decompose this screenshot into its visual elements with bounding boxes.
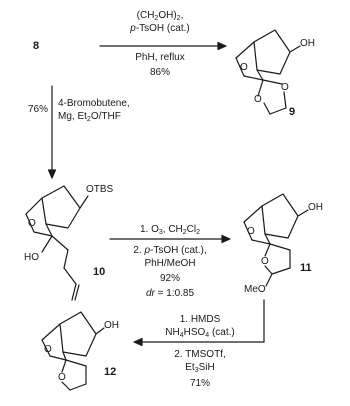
- compound-11-structure: [243, 193, 309, 287]
- r4-yield: 71%: [189, 378, 210, 389]
- arrow-10-to-11: [109, 234, 231, 244]
- r4-reagent-1: 1. HMDS: [179, 314, 221, 325]
- atom-11-meo: MeO: [244, 284, 266, 295]
- r2-yield: 76%: [27, 104, 48, 115]
- r2-reagent-2: Mg, Et2O/THF: [58, 111, 121, 123]
- atom-11-oh: OH: [308, 202, 323, 213]
- atom-9-o1: O: [254, 94, 262, 105]
- compound-label-10: 10: [93, 266, 106, 278]
- r1-solvent: PhH, reflux: [135, 52, 185, 63]
- arrow-11-to-12: [133, 299, 265, 347]
- r3-reagent-2: 2. p-TsOH (cat.),: [133, 245, 207, 256]
- r4-reagent-4: Et3SiH: [185, 362, 215, 374]
- r4-reagent-2: NH4HSO4 (cat.): [165, 327, 235, 339]
- compound-label-8: 8: [33, 40, 40, 52]
- r2-reagent-1: 4-Bromobutene,: [58, 98, 130, 109]
- compound-label-12: 12: [104, 366, 117, 378]
- r1-yield: 86%: [149, 67, 170, 78]
- compound-label-9: 9: [289, 106, 296, 118]
- atom-9-o2: O: [281, 82, 289, 93]
- atom-9-o-ring: O: [240, 62, 248, 73]
- atom-12-o-ring: O: [44, 344, 52, 355]
- compound-10-structure: [25, 185, 89, 301]
- arrow-8-to-10: [47, 85, 57, 179]
- r1-reagent-1: (CH2OH)2,: [136, 10, 184, 22]
- r4-reagent-3: 2. TMSOTf,: [174, 349, 226, 360]
- r3-yield: 92%: [159, 273, 180, 284]
- compound-12-structure: [41, 311, 105, 391]
- atom-11-o-ring: O: [247, 226, 255, 237]
- atom-12-oh: OH: [104, 320, 119, 331]
- compound-9-structure: [235, 29, 301, 115]
- atom-10-ho: HO: [24, 252, 39, 263]
- atom-10-o-ring: O: [28, 218, 36, 229]
- arrow-8-to-9: [99, 41, 227, 51]
- r1-reagent-2: p-TsOH (cat.): [130, 23, 190, 34]
- r3-reagent-1: 1. O3, CH2Cl2: [139, 224, 201, 236]
- atom-11-o-thf: O: [261, 256, 269, 267]
- atom-10-otbs: OTBS: [86, 184, 114, 195]
- atom-9-oh: OH: [300, 38, 315, 49]
- r3-solvent: PhH/MeOH: [144, 258, 196, 269]
- r3-dr: dr = 1:0.85: [145, 288, 195, 299]
- atom-12-o-thf: O: [58, 372, 66, 383]
- compound-label-11: 11: [300, 262, 312, 274]
